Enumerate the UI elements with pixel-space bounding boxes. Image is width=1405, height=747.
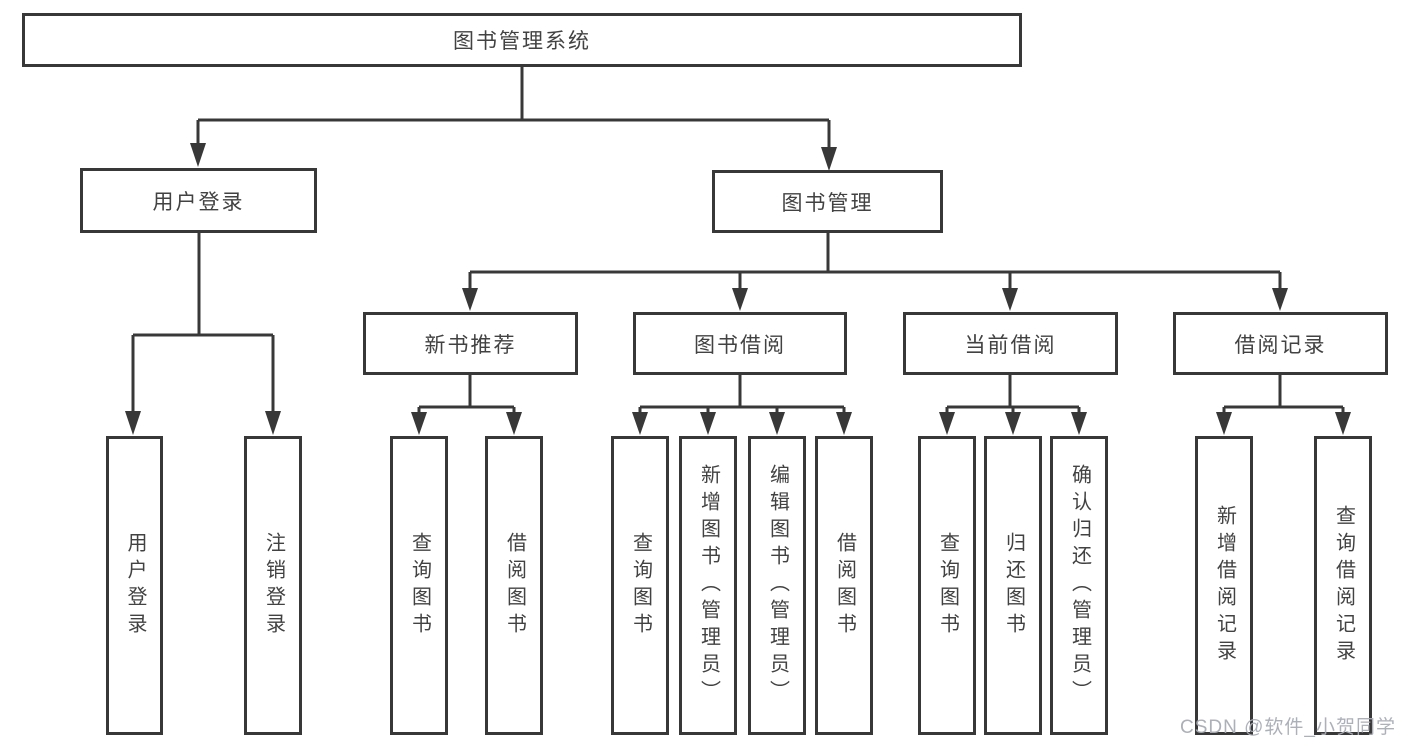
leaf-bb-query-books: 查询图书 (611, 436, 669, 735)
leaf-bb-add-books-admin-label: 新增图书（管理员） (697, 464, 720, 707)
leaf-rc-add-record: 新增借阅记录 (1195, 436, 1253, 735)
node-new-book-recommend: 新书推荐 (363, 312, 578, 375)
leaf-user-login: 用户登录 (106, 436, 163, 735)
leaf-bb-borrow-books: 借阅图书 (815, 436, 873, 735)
node-book-borrow: 图书借阅 (633, 312, 847, 375)
leaf-bb-edit-books-admin: 编辑图书（管理员） (748, 436, 806, 735)
leaf-nb-query-books: 查询图书 (390, 436, 448, 735)
leaf-rc-query-record-label: 查询借阅记录 (1332, 504, 1355, 667)
node-user-login: 用户登录 (80, 168, 317, 233)
node-book-management: 图书管理 (712, 170, 943, 233)
node-borrow-records: 借阅记录 (1173, 312, 1388, 375)
leaf-user-login-label: 用户登录 (124, 531, 146, 640)
leaf-nb-borrow-books: 借阅图书 (485, 436, 543, 735)
leaf-cb-return-books: 归还图书 (984, 436, 1042, 735)
leaf-logout-label: 注销登录 (262, 531, 285, 640)
leaf-cb-query-books: 查询图书 (918, 436, 976, 735)
leaf-cb-confirm-return-admin-label: 确认归还（管理员） (1068, 464, 1091, 707)
leaf-bb-borrow-books-label: 借阅图书 (833, 531, 856, 640)
leaf-bb-edit-books-admin-label: 编辑图书（管理员） (766, 464, 789, 707)
leaf-bb-add-books-admin: 新增图书（管理员） (679, 436, 737, 735)
csdn-watermark: CSDN @软件_小贺同学 (1180, 717, 1396, 738)
leaf-nb-borrow-books-label: 借阅图书 (503, 531, 526, 640)
node-current-borrow: 当前借阅 (903, 312, 1118, 375)
leaf-rc-query-record: 查询借阅记录 (1314, 436, 1372, 735)
leaf-cb-query-books-label: 查询图书 (936, 531, 959, 640)
node-root-system: 图书管理系统 (22, 13, 1022, 67)
leaf-cb-return-books-label: 归还图书 (1002, 531, 1025, 640)
leaf-logout: 注销登录 (244, 436, 302, 735)
leaf-nb-query-books-label: 查询图书 (408, 531, 431, 640)
leaf-cb-confirm-return-admin: 确认归还（管理员） (1050, 436, 1108, 735)
leaf-rc-add-record-label: 新增借阅记录 (1213, 504, 1236, 667)
leaf-bb-query-books-label: 查询图书 (629, 531, 652, 640)
